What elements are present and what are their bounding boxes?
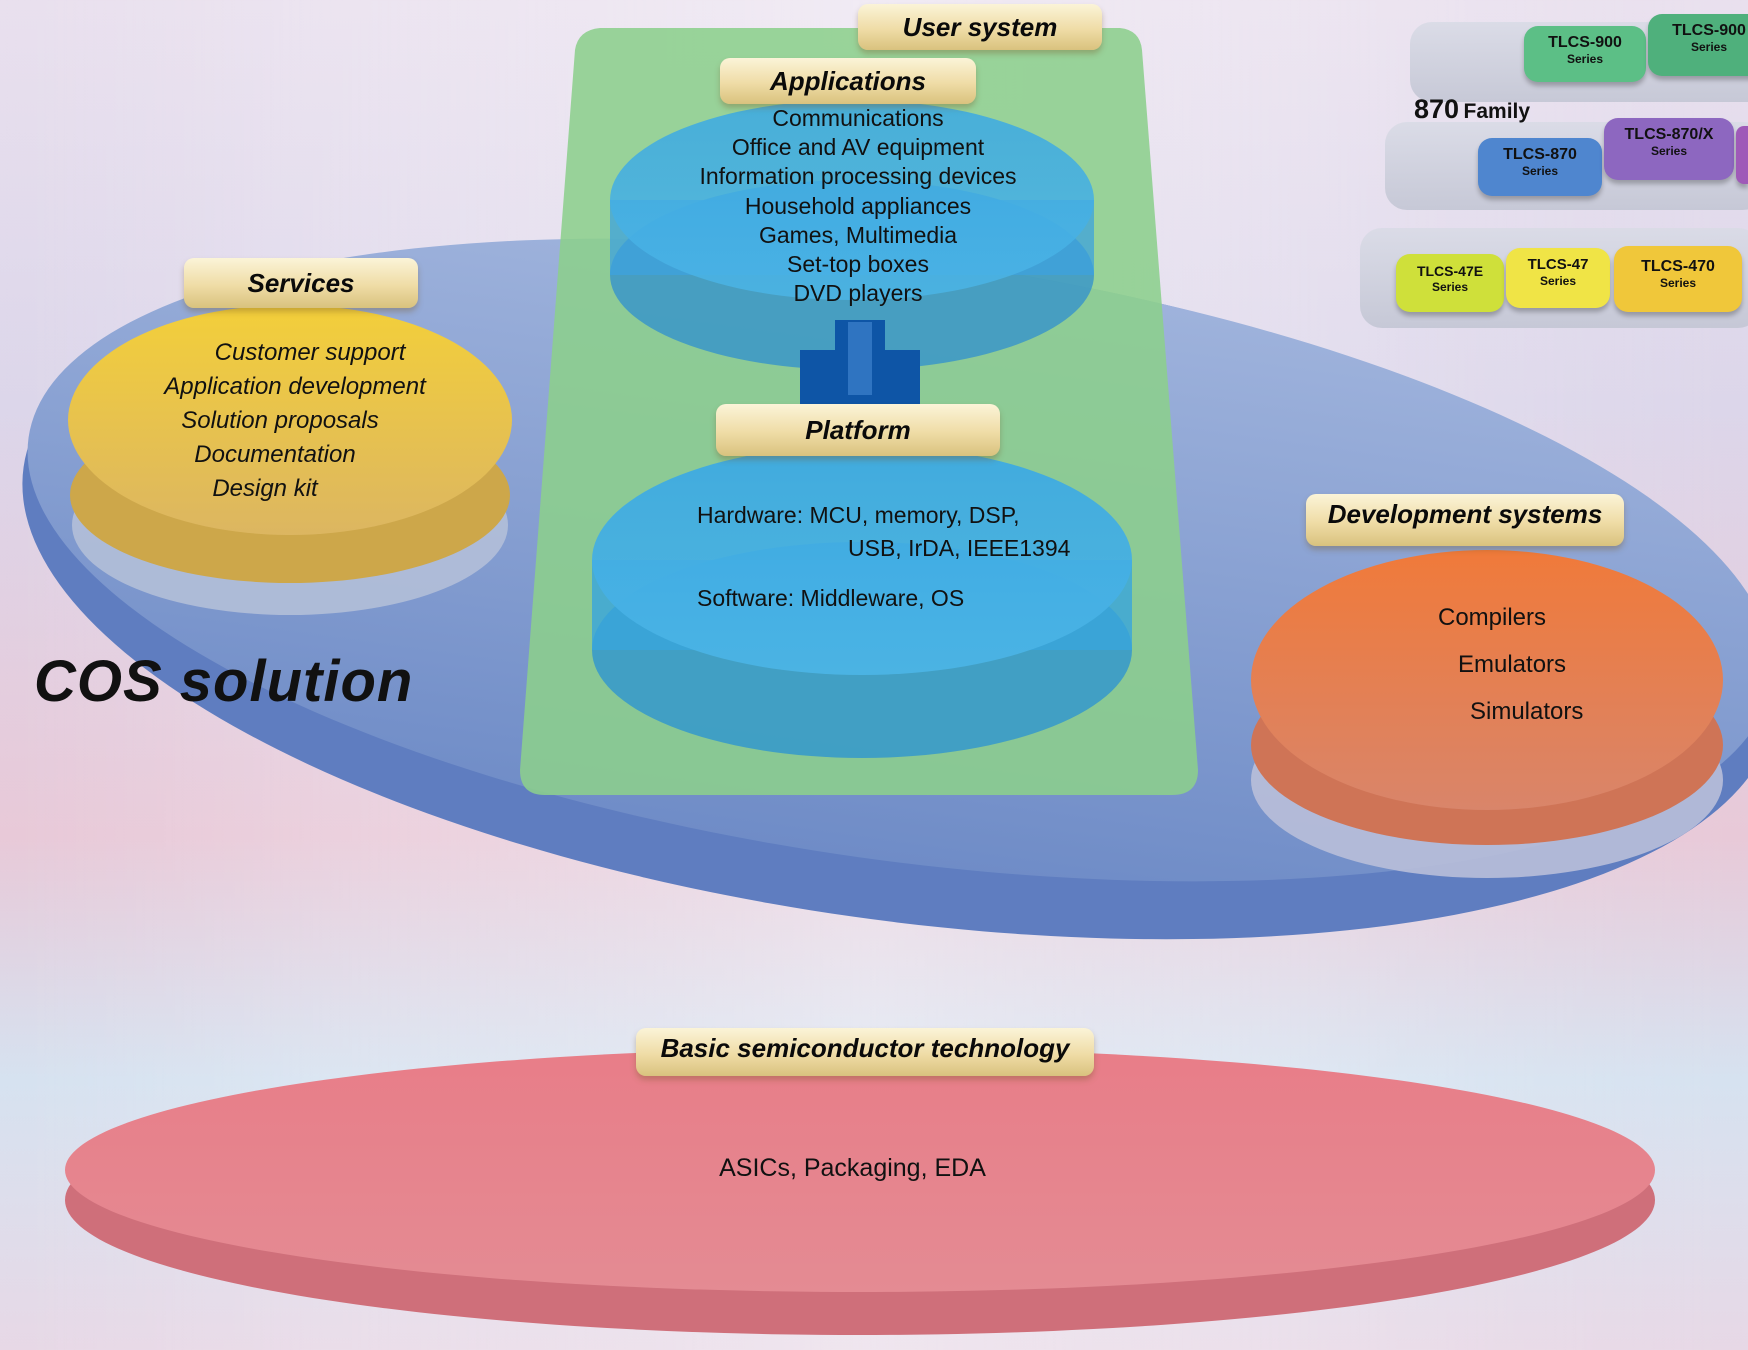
cos-solution-title: COS solution bbox=[34, 649, 414, 714]
application-item: Communications bbox=[772, 105, 944, 131]
basic-technology-text: ASICs, Packaging, EDA bbox=[719, 1154, 986, 1182]
platform-software: Software: Middleware, OS bbox=[697, 585, 965, 611]
application-item: Set-top boxes bbox=[787, 251, 929, 278]
chip-sub: Series bbox=[1539, 274, 1577, 288]
development-systems-label: Development systems bbox=[1306, 494, 1624, 546]
development-item: Simulators bbox=[1470, 698, 1584, 725]
plus-icon bbox=[800, 320, 920, 405]
chip-name: TLCS-870 bbox=[1503, 146, 1577, 163]
chip-purple-edge bbox=[1736, 126, 1748, 184]
chip-sub: Series bbox=[1521, 164, 1559, 178]
applications-label: Applications bbox=[720, 58, 976, 104]
family-870-number: 870 bbox=[1414, 94, 1460, 124]
service-item: Customer support bbox=[214, 339, 406, 366]
application-item: Office and AV equipment bbox=[731, 134, 985, 161]
applications-disc bbox=[610, 100, 1094, 370]
platform-label: Platform bbox=[716, 404, 1000, 456]
chip-tlcs-900-b: TLCS-900 Series bbox=[1648, 14, 1748, 76]
platform-disc bbox=[592, 445, 1132, 758]
application-item: Information processing devices bbox=[699, 163, 1017, 190]
chip-sub: Series bbox=[1659, 276, 1697, 290]
chip-sub: Series bbox=[1650, 144, 1688, 158]
service-item: Solution proposals bbox=[181, 407, 379, 434]
development-systems-disc bbox=[1251, 550, 1723, 878]
chip-name: TLCS-470 bbox=[1641, 258, 1715, 275]
services-disc bbox=[68, 305, 512, 615]
chip-tlcs-870x: TLCS-870/X Series bbox=[1604, 118, 1734, 180]
chip-name: TLCS-870/X bbox=[1624, 126, 1714, 143]
chip-tlcs-47: TLCS-47 Series bbox=[1506, 248, 1610, 308]
service-item: Design kit bbox=[212, 475, 318, 502]
platform-hardware-line2: USB, IrDA, IEEE1394 bbox=[848, 535, 1071, 561]
service-item: Documentation bbox=[194, 441, 356, 468]
basic-technology-label: Basic semiconductor technology bbox=[636, 1028, 1094, 1076]
chip-sub: Series bbox=[1431, 280, 1469, 294]
services-list: Customer support Application development… bbox=[130, 336, 460, 506]
development-item: Emulators bbox=[1458, 651, 1567, 678]
chip-name: TLCS-900 bbox=[1672, 22, 1746, 39]
chip-tlcs-470: TLCS-470 Series bbox=[1614, 246, 1742, 312]
chip-tlcs-47e: TLCS-47E Series bbox=[1396, 254, 1504, 312]
service-item: Application development bbox=[164, 373, 426, 400]
application-item: DVD players bbox=[793, 280, 923, 307]
family-870-word: Family bbox=[1463, 100, 1531, 123]
basic-technology-disc bbox=[65, 1048, 1655, 1335]
application-item: Household appliances bbox=[744, 192, 972, 219]
family-870-label: 870 Family bbox=[1414, 94, 1530, 125]
chip-sub: Series bbox=[1690, 40, 1728, 54]
chip-sub: Series bbox=[1566, 52, 1604, 66]
platform-hardware-line1: Hardware: MCU, memory, DSP, bbox=[697, 502, 1020, 528]
development-item: Compilers bbox=[1438, 604, 1547, 631]
chip-name: TLCS-47E bbox=[1416, 263, 1484, 279]
services-label: Services bbox=[184, 258, 418, 308]
chip-name: TLCS-900 bbox=[1548, 34, 1622, 51]
applications-list: Communications Office and AV equipment I… bbox=[650, 104, 1066, 308]
chip-tlcs-900-a: TLCS-900 Series bbox=[1524, 26, 1646, 82]
development-systems-list: Compilers Emulators Simulators bbox=[1420, 594, 1620, 735]
application-item: Games, Multimedia bbox=[758, 221, 958, 248]
user-system-label: User system bbox=[858, 4, 1102, 50]
chip-name: TLCS-47 bbox=[1527, 256, 1589, 273]
chip-tlcs-870: TLCS-870 Series bbox=[1478, 138, 1602, 196]
